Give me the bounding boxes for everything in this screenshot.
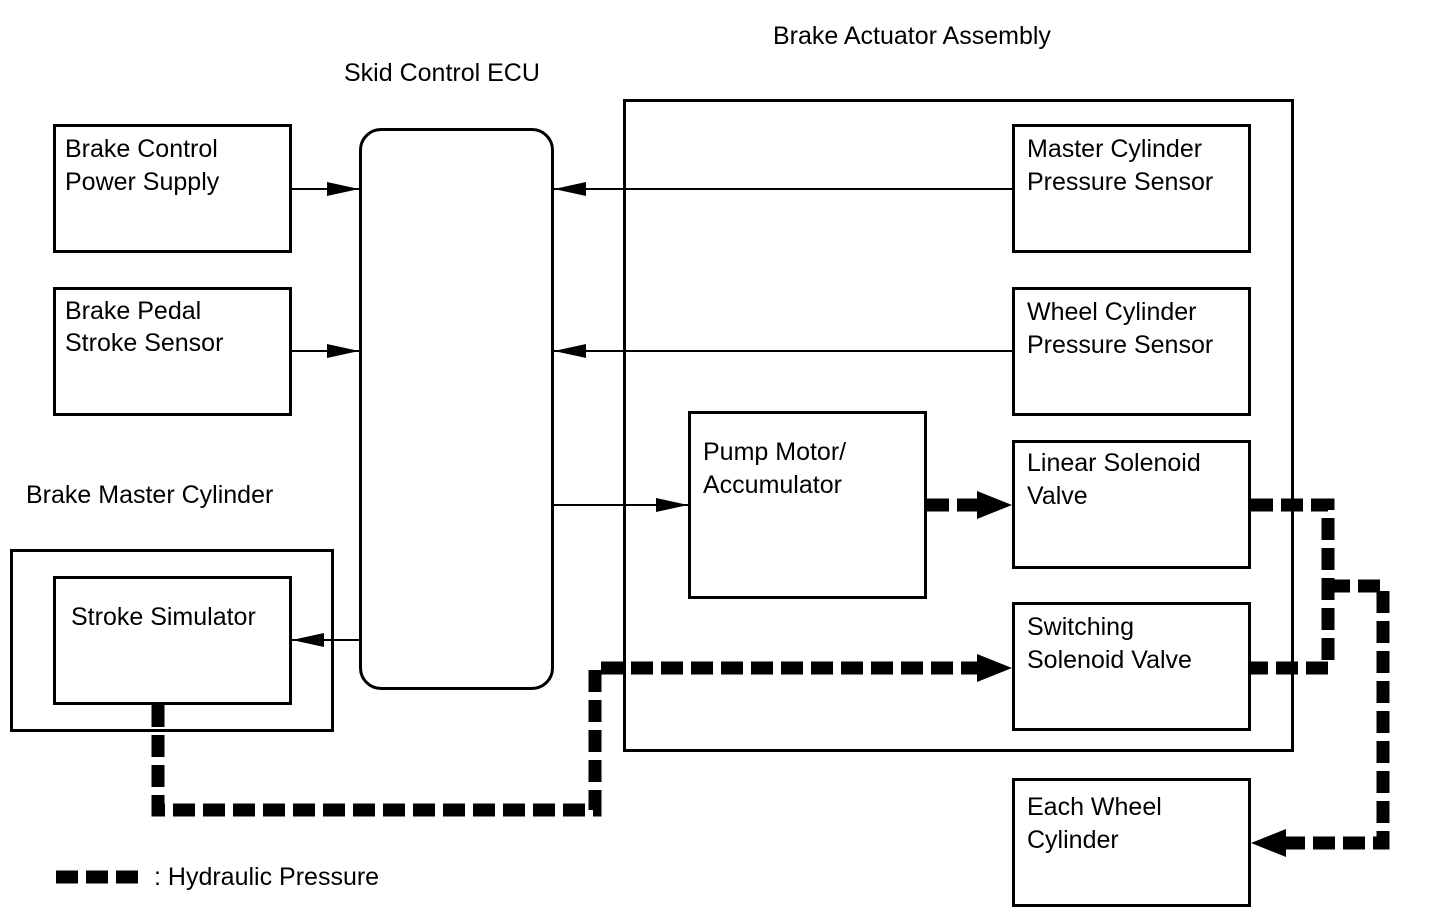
pump-motor-accumulator-block: Pump Motor/ Accumulator — [688, 411, 927, 599]
wheel-cylinder-pressure-sensor-label-line2: Pressure Sensor — [1027, 331, 1214, 359]
pump-motor-accumulator-label-line2: Accumulator — [703, 471, 842, 499]
each-wheel-cylinder-block: Each Wheel Cylinder — [1012, 778, 1251, 907]
switching-solenoid-valve-label-line2: Solenoid Valve — [1027, 646, 1192, 674]
brake-actuator-assembly-container — [623, 99, 1294, 752]
brake-control-power-supply-block: Brake Control Power Supply — [53, 124, 292, 253]
hydraulic-wheel-cylinder-arrowhead — [1251, 829, 1286, 857]
signal-ecu-to-pump-arrowhead — [656, 498, 688, 512]
master-cylinder-pressure-sensor-block: Master Cylinder Pressure Sensor — [1012, 124, 1251, 253]
linear-solenoid-valve-block: Linear Solenoid Valve — [1012, 440, 1251, 569]
switching-solenoid-valve-block: Switching Solenoid Valve — [1012, 602, 1251, 731]
brake-pedal-stroke-sensor-label-line1: Brake Pedal — [65, 297, 202, 325]
master-cylinder-pressure-sensor-label-line2: Pressure Sensor — [1027, 168, 1214, 196]
legend-hydraulic-pressure-label: : Hydraulic Pressure — [154, 863, 380, 891]
each-wheel-cylinder-label-line2: Cylinder — [1027, 826, 1119, 854]
brake-pedal-stroke-sensor-block: Brake Pedal Stroke Sensor — [53, 287, 292, 416]
hydraulic-master-cylinder-to-switching-valve — [151, 661, 985, 817]
stroke-simulator-label: Stroke Simulator — [71, 603, 256, 631]
switching-solenoid-valve-label-line1: Switching — [1027, 613, 1134, 641]
pump-motor-accumulator-label-line1: Pump Motor/ — [703, 438, 847, 466]
skid-control-ecu-caption: Skid Control ECU — [344, 59, 540, 87]
linear-solenoid-valve-label-line1: Linear Solenoid — [1027, 449, 1201, 477]
hydraulic-pump-arrowhead — [977, 491, 1012, 519]
wheel-cylinder-pressure-sensor-label-line1: Wheel Cylinder — [1027, 298, 1197, 326]
stroke-simulator-block: Stroke Simulator — [53, 576, 292, 705]
signal-mc-sensor-arrowhead — [554, 182, 586, 196]
brake-control-power-supply-label-line2: Power Supply — [65, 168, 220, 196]
skid-control-ecu-block — [359, 128, 554, 690]
wheel-cylinder-pressure-sensor-block: Wheel Cylinder Pressure Sensor — [1012, 287, 1251, 416]
brake-master-cylinder-caption: Brake Master Cylinder — [26, 481, 274, 509]
brake-control-power-supply-label-line1: Brake Control — [65, 135, 218, 163]
signal-ecu-to-simulator-arrowhead — [292, 633, 324, 647]
brake-actuator-assembly-caption: Brake Actuator Assembly — [773, 22, 1051, 50]
hydraulic-switching-arrowhead — [977, 654, 1012, 682]
signal-power-supply-arrowhead — [327, 182, 359, 196]
hydraulic-linear-valve-out — [1251, 498, 1335, 675]
signal-stroke-sensor-arrowhead — [327, 344, 359, 358]
signal-wc-sensor-arrowhead — [554, 344, 586, 358]
linear-solenoid-valve-label-line2: Valve — [1027, 482, 1088, 510]
each-wheel-cylinder-label-line1: Each Wheel — [1027, 793, 1162, 821]
brake-pedal-stroke-sensor-label-line2: Stroke Sensor — [65, 329, 224, 357]
hydraulic-to-each-wheel-cylinder — [1282, 579, 1390, 850]
master-cylinder-pressure-sensor-label-line1: Master Cylinder — [1027, 135, 1203, 163]
